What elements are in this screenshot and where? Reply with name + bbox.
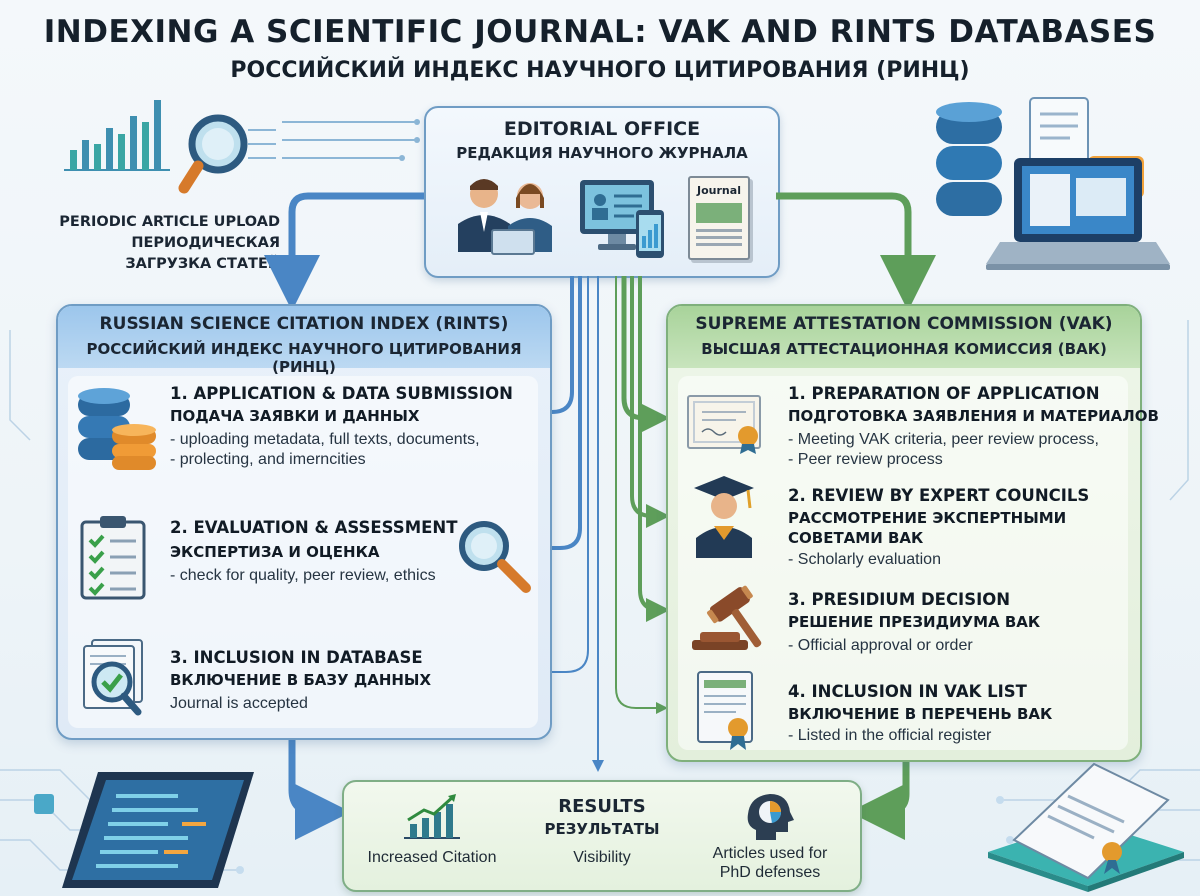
journal-icon: Journal [688,176,750,260]
periodic-upload-label: PERIODIC ARTICLE UPLOAD ПЕРИОДИЧЕСКАЯ ЗА… [48,212,280,275]
vak-title: SUPREME ATTESTATION COMMISSION (VAK) [695,314,1113,334]
vak-step-4-ru: ВКЛЮЧЕНИЕ В ПЕРЕЧЕНЬ ВАК [788,705,1053,723]
checklist-icon [80,516,146,600]
server-laptop-illustration [936,97,1170,270]
vak-step-4-desc: - Listed in the official register [788,727,992,744]
vak-panel: SUPREME ATTESTATION COMMISSION (VAK) ВЫС… [666,304,1159,762]
editors-people-icon [458,179,552,255]
certificate-icon [687,395,761,454]
results-box: RESULTS РЕЗУЛЬТАТЫ Increased Citation Vi… [342,780,862,892]
results-title: RESULTS [558,796,646,817]
editorial-subtitle: РЕДАКЦИЯ НАУЧНОГО ЖУРНАЛА [456,144,748,162]
rints-step-1-ru: ПОДАЧА ЗАЯВКИ И ДАННЫХ [170,407,420,425]
arrow-to-rints-step-3 [540,276,589,678]
arrow-editorial-to-rints [264,192,424,311]
rints-step-3-ru: ВКЛЮЧЕНИЕ В БАЗУ ДАННЫХ [170,671,432,689]
vak-step-1-ru: ПОДГОТОВКА ЗАЯВЛЕНИЯ И МАТЕРИАЛОВ [788,407,1159,425]
certificate-platform-illustration [988,762,1184,892]
magnifier-icon [178,114,276,194]
arrow-to-vak-step-2 [630,276,670,528]
arrow-to-rints-step-1 [528,276,574,424]
arrow-to-vak-step-4 [615,276,668,714]
rints-step-3-title: 3. INCLUSION IN DATABASE [170,648,423,667]
editorial-title: EDITORIAL OFFICE [503,118,701,140]
vak-step-2-desc: - Scholarly evaluation [788,551,941,568]
official-document-icon [697,671,753,750]
arrow-editorial-to-vak [776,192,936,311]
graduate-icon [694,476,754,558]
tablet-illustration [62,772,254,888]
vak-step-1-title: 1. PREPARATION OF APPLICATION [788,384,1100,403]
database-icon [78,388,156,470]
arrow-to-rints-step-2 [528,276,582,560]
growth-chart-icon [404,794,460,839]
page-title: INDEXING A SCIENTIFIC JOURNAL: VAK AND R… [43,14,1157,50]
arrow-vak-to-results [849,758,910,840]
vak-step-4-title: 4. INCLUSION IN VAK LIST [788,682,1027,701]
results-subtitle: РЕЗУЛЬТАТЫ [544,820,660,838]
rints-step-3-desc: Journal is accepted [170,695,308,712]
result-phd-line-2: PhD defenses [719,864,821,881]
vak-step-2-ru: РАССМОТРЕНИЕ ЭКСПЕРТНЫМИ [788,509,1067,527]
vak-panel-header: SUPREME ATTESTATION COMMISSION (VAK) ВЫС… [668,306,1140,368]
rints-panel: RUSSIAN SCIENCE CITATION INDEX (RINTS) Р… [56,304,552,740]
rints-subtitle: РОССИЙСКИЙ ИНДЕКС НАУЧНОГО ЦИТИРОВАНИЯ (… [86,340,522,376]
arrow-to-vak-step-1 [621,276,670,433]
vak-step-1-desc-1: - Meeting VAK criteria, peer review proc… [788,431,1099,448]
circuit-chip-icon [34,794,54,814]
rints-step-1-title: 1. APPLICATION & DATA SUBMISSION [170,384,513,403]
vak-subtitle: ВЫСШАЯ АТТЕСТАЦИОННАЯ КОМИССИЯ (ВАК) [701,340,1107,358]
journal-cover-label: Journal [697,184,741,197]
vak-step-3-desc: - Official approval or order [788,637,973,654]
editorial-office-box: EDITORIAL OFFICE РЕДАКЦИЯ НАУЧНОГО ЖУРНА… [424,106,780,278]
periodic-upload-en: PERIODIC ARTICLE UPLOAD [59,214,280,230]
rints-panel-header: RUSSIAN SCIENCE CITATION INDEX (RINTS) Р… [58,306,550,376]
rints-step-1-desc-2: - prolecting, and imerncities [170,451,366,468]
rints-step-2-ru: ЭКСПЕРТИЗА И ОЦЕНКА [170,543,380,561]
periodic-upload-ru-1: ПЕРИОДИЧЕСКАЯ [131,235,280,251]
page-subtitle: РОССИЙСКИЙ ИНДЕКС НАУЧНОГО ЦИТИРОВАНИЯ (… [230,58,970,83]
periodic-upload-ru-2: ЗАГРУЗКА СТАТЕЙ [125,256,280,272]
magnifier-icon [459,521,531,593]
rints-step-2-title: 2. EVALUATION & ASSESSMENT [170,518,458,537]
result-visibility: Visibility [573,849,631,866]
arrow-to-vak-step-3 [638,276,670,622]
document-check-icon [83,639,143,716]
circuit-lines-decoration [282,119,420,161]
arrow-rints-to-results [288,736,351,840]
vak-step-3-title: 3. PRESIDIUM DECISION [788,590,1011,609]
vak-step-1-desc-2: - Peer review process [788,451,943,468]
result-increased-citation: Increased Citation [367,849,497,866]
bar-chart-icon [64,100,170,171]
vak-step-2-ru-2: СОВЕТАМИ ВАК [788,529,924,547]
gavel-icon [692,585,762,650]
rints-step-1-desc-1: - uploading metadata, full texts, docume… [170,431,480,448]
rints-step-2-desc: - check for quality, peer review, ethics [170,567,436,584]
vak-step-2-title: 2. REVIEW BY EXPERT COUNCILS [788,486,1090,505]
rints-title: RUSSIAN SCIENCE CITATION INDEX (RINTS) [99,314,509,334]
computer-devices-icon [580,180,664,258]
result-phd-line-1: Articles used for [712,845,828,862]
head-analytics-icon [747,794,794,840]
vak-step-3-ru: РЕШЕНИЕ ПРЕЗИДИУМА ВАК [788,613,1041,631]
